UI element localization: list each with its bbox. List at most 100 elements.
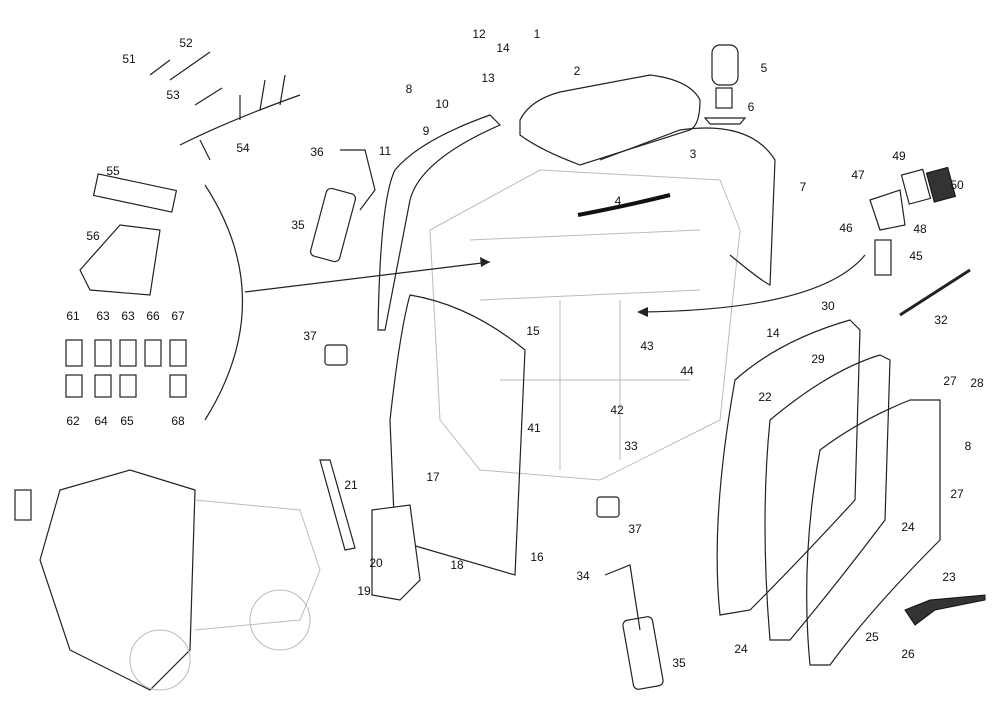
part-callout-29[interactable]: 29 — [811, 352, 825, 366]
beacon-light — [703, 44, 747, 125]
part-callout-10[interactable]: 10 — [435, 97, 449, 111]
part-callout-18[interactable]: 18 — [450, 558, 464, 572]
part-callout-33[interactable]: 33 — [624, 439, 638, 453]
part-callout-2[interactable]: 2 — [573, 64, 581, 78]
part-callout-7[interactable]: 7 — [799, 180, 807, 194]
mirror-arm-right — [604, 564, 641, 631]
mirror-right — [622, 616, 664, 690]
part-callout-3[interactable]: 3 — [689, 147, 697, 161]
part-callout-51[interactable]: 51 — [122, 52, 136, 66]
part-callout-49[interactable]: 49 — [892, 149, 906, 163]
part-callout-27[interactable]: 27 — [943, 374, 957, 388]
gas-strut — [899, 268, 971, 317]
part-callout-45[interactable]: 45 — [909, 249, 923, 263]
part-callout-65[interactable]: 65 — [120, 414, 134, 428]
seal-strip — [577, 193, 671, 217]
filter-pointer-arc — [639, 254, 866, 313]
part-callout-6[interactable]: 6 — [747, 100, 755, 114]
part-callout-66[interactable]: 66 — [146, 309, 160, 323]
part-callout-15[interactable]: 15 — [526, 324, 540, 338]
part-callout-14[interactable]: 14 — [766, 326, 780, 340]
part-callout-5[interactable]: 5 — [760, 61, 768, 75]
arrowhead — [480, 257, 490, 267]
part-callout-44[interactable]: 44 — [680, 364, 694, 378]
part-callout-28[interactable]: 28 — [970, 376, 984, 390]
part-callout-19[interactable]: 19 — [357, 584, 371, 598]
mirror-arm — [340, 149, 376, 211]
part-callout-14[interactable]: 14 — [496, 41, 510, 55]
part-callout-67[interactable]: 67 — [171, 309, 185, 323]
part-callout-36[interactable]: 36 — [310, 145, 324, 159]
part-callout-42[interactable]: 42 — [610, 403, 624, 417]
part-callout-56[interactable]: 56 — [86, 229, 100, 243]
part-callout-9[interactable]: 9 — [422, 124, 430, 138]
part-callout-30[interactable]: 30 — [821, 299, 835, 313]
tray-56 — [79, 224, 161, 296]
pointer-line — [244, 261, 491, 293]
part-callout-34[interactable]: 34 — [576, 569, 590, 583]
part-callout-26[interactable]: 26 — [901, 647, 915, 661]
part-callout-68[interactable]: 68 — [171, 414, 185, 428]
part-callout-25[interactable]: 25 — [865, 630, 879, 644]
part-callout-12[interactable]: 12 — [472, 27, 486, 41]
part-callout-47[interactable]: 47 — [851, 168, 865, 182]
part-callout-22[interactable]: 22 — [758, 390, 772, 404]
filter-element — [900, 168, 932, 205]
duct-hose — [874, 239, 892, 276]
part-callout-52[interactable]: 52 — [179, 36, 193, 50]
part-callout-63[interactable]: 63 — [121, 309, 135, 323]
part-callout-16[interactable]: 16 — [530, 550, 544, 564]
part-callout-46[interactable]: 46 — [839, 221, 853, 235]
door-glass-24 — [764, 354, 891, 641]
part-callout-35[interactable]: 35 — [291, 218, 305, 232]
part-callout-20[interactable]: 20 — [369, 556, 383, 570]
part-callout-8[interactable]: 8 — [405, 82, 413, 96]
filter-grille — [925, 166, 957, 203]
wiper-arm — [319, 459, 356, 551]
part-callout-24[interactable]: 24 — [734, 642, 748, 656]
door-glass-left — [389, 294, 526, 576]
tractor-thumbnail — [14, 469, 321, 691]
rear-glass — [377, 114, 502, 331]
part-callout-53[interactable]: 53 — [166, 88, 180, 102]
door-frame-22 — [716, 319, 861, 616]
mirror-left — [309, 187, 357, 263]
roof-panel — [519, 74, 701, 166]
roof-shell — [599, 127, 776, 286]
part-callout-61[interactable]: 61 — [66, 309, 80, 323]
work-lamp — [324, 344, 348, 366]
part-callout-64[interactable]: 64 — [94, 414, 108, 428]
air-duct — [869, 189, 906, 231]
part-callout-63[interactable]: 63 — [96, 309, 110, 323]
part-callout-37[interactable]: 37 — [303, 329, 317, 343]
switch-set — [65, 339, 187, 398]
part-callout-4[interactable]: 4 — [614, 194, 622, 208]
part-callout-41[interactable]: 41 — [527, 421, 541, 435]
part-callout-43[interactable]: 43 — [640, 339, 654, 353]
part-callout-37[interactable]: 37 — [628, 522, 642, 536]
part-callout-35[interactable]: 35 — [672, 656, 686, 670]
part-callout-17[interactable]: 17 — [426, 470, 440, 484]
part-callout-27[interactable]: 27 — [950, 487, 964, 501]
work-lamp — [596, 496, 620, 518]
part-callout-1[interactable]: 1 — [533, 27, 541, 41]
part-callout-48[interactable]: 48 — [913, 222, 927, 236]
part-callout-32[interactable]: 32 — [934, 313, 948, 327]
part-callout-62[interactable]: 62 — [66, 414, 80, 428]
panel-55 — [92, 173, 178, 213]
kit-bracket-arc — [204, 184, 243, 421]
part-callout-54[interactable]: 54 — [236, 141, 250, 155]
part-callout-24[interactable]: 24 — [901, 520, 915, 534]
door-handle — [904, 594, 986, 626]
part-callout-50[interactable]: 50 — [950, 178, 964, 192]
part-callout-23[interactable]: 23 — [942, 570, 956, 584]
part-callout-21[interactable]: 21 — [344, 478, 358, 492]
part-callout-55[interactable]: 55 — [106, 164, 120, 178]
part-callout-8[interactable]: 8 — [964, 439, 972, 453]
wiring-harness — [149, 51, 301, 161]
arrowhead — [637, 307, 648, 317]
part-callout-11[interactable]: 11 — [378, 144, 392, 158]
part-callout-13[interactable]: 13 — [481, 71, 495, 85]
cab-frame — [429, 169, 741, 481]
